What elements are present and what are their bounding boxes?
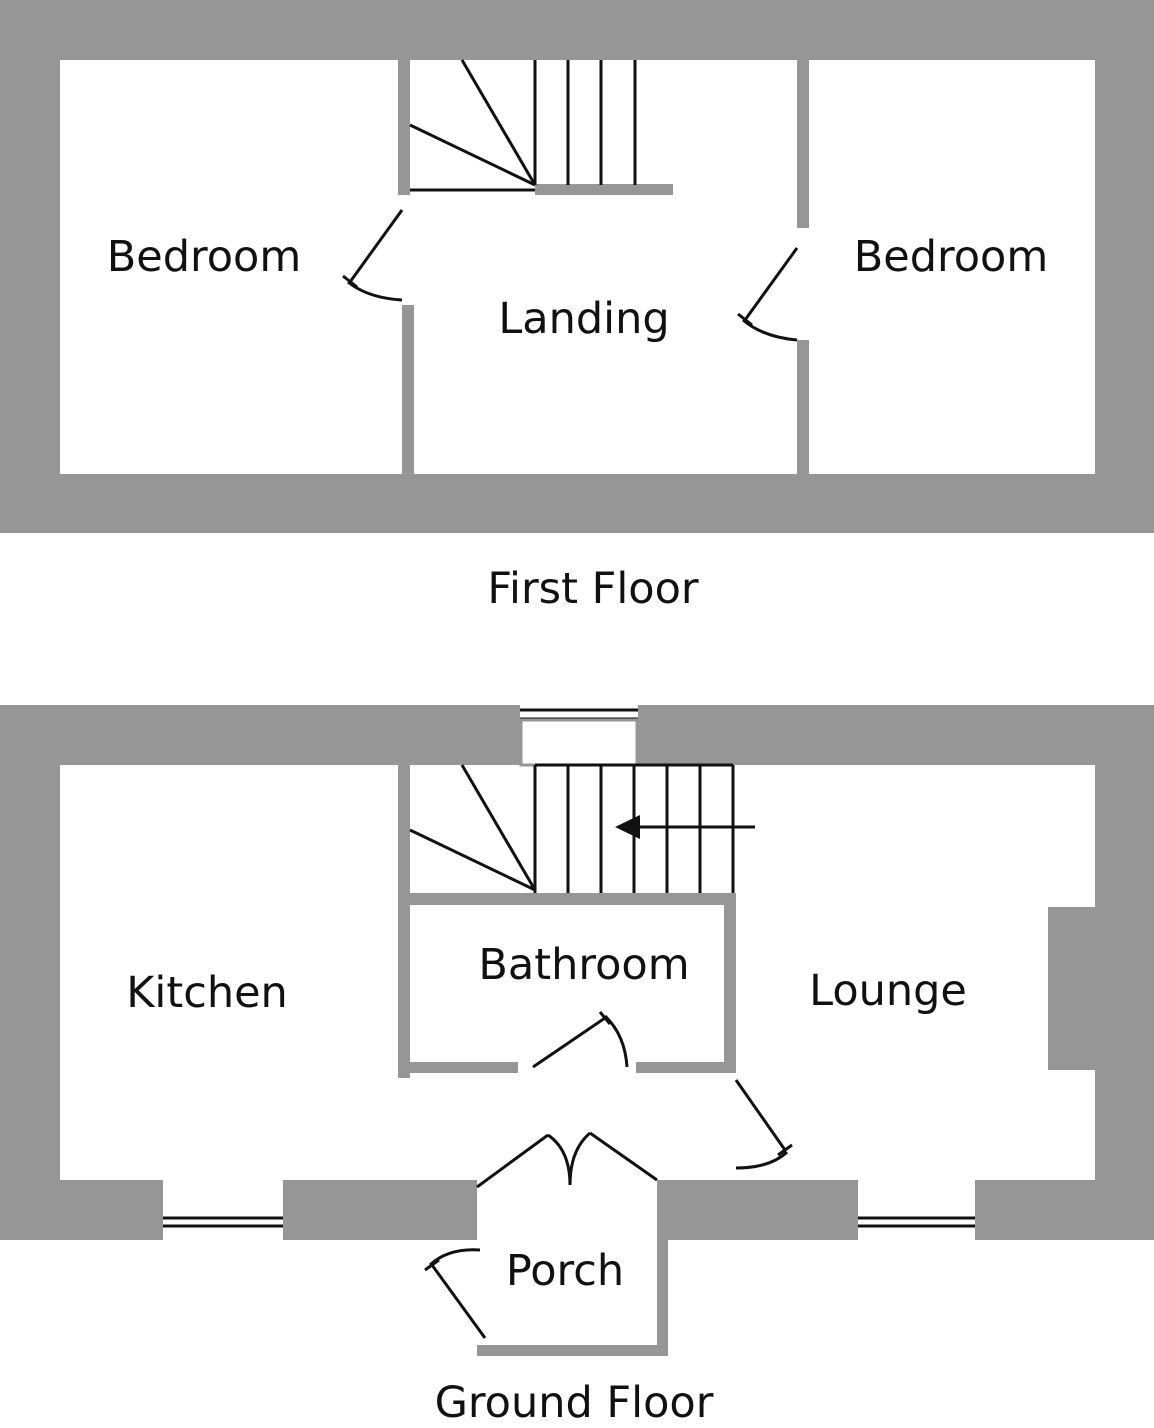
room-label-bedroom-right: Bedroom — [853, 232, 1049, 282]
room-label-kitchen: Kitchen — [126, 968, 288, 1018]
first-floor-title: First Floor — [487, 564, 699, 614]
ground-floor-title: Ground Floor — [434, 1378, 714, 1428]
first-floor-walls — [0, 0, 1154, 533]
room-label-landing: Landing — [498, 294, 670, 344]
ground-floor-stairs — [409, 763, 755, 893]
room-label-bedroom-left: Bedroom — [106, 232, 302, 282]
room-label-bathroom: Bathroom — [478, 940, 690, 990]
room-label-lounge: Lounge — [809, 966, 967, 1016]
ground-floor-walls — [0, 705, 1154, 1356]
room-label-porch: Porch — [505, 1246, 625, 1296]
stairs-direction-arrow-icon — [615, 815, 640, 839]
ground-floor-doors — [424, 1011, 793, 1339]
first-floor-doors — [342, 209, 799, 342]
first-floor-stairs — [409, 59, 637, 192]
